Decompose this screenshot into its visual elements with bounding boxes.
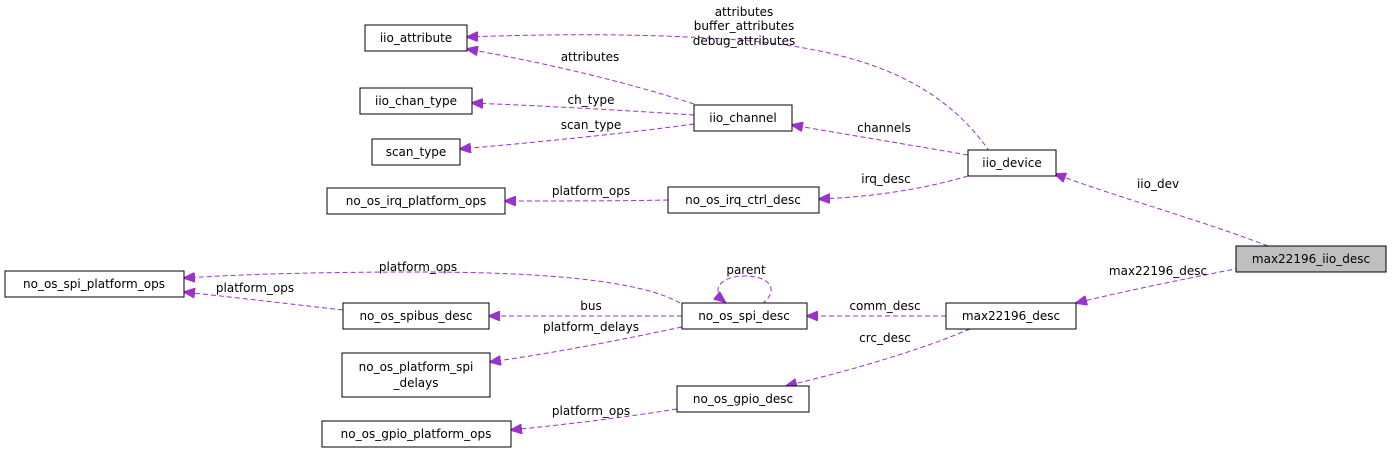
edge-crc-desc: crc_desc	[786, 328, 971, 386]
edge-irq-platform-ops: platform_ops	[505, 184, 669, 201]
node-label-line-2: _delays	[392, 376, 438, 390]
edge-label-bus: bus	[580, 299, 601, 313]
node-label: no_os_spibus_desc	[359, 309, 472, 323]
node-label: no_os_spi_platform_ops	[23, 277, 165, 291]
node-max22196-iio-desc[interactable]: max22196_iio_desc	[1235, 245, 1387, 273]
edge-comm-desc: comm_desc	[807, 299, 947, 316]
edge-label-comm-desc: comm_desc	[849, 299, 920, 313]
node-label: iio_channel	[709, 111, 777, 125]
edge-label-parent: parent	[726, 263, 766, 277]
edge-spibus-platform-ops: platform_ops	[184, 281, 344, 311]
node-label: max22196_iio_desc	[1252, 252, 1370, 266]
edge-irq-desc: irq_desc	[819, 172, 969, 199]
edge-channel-attributes: attributes	[467, 49, 695, 105]
edge-bus: bus	[489, 299, 683, 316]
edge-label-scan-type: scan_type	[561, 118, 622, 132]
node-iio-chan-type[interactable]: iio_chan_type	[359, 87, 473, 115]
node-label: scan_type	[386, 145, 447, 159]
node-no-os-irq-ctrl-desc[interactable]: no_os_irq_ctrl_desc	[667, 186, 820, 214]
node-no-os-gpio-platform-ops[interactable]: no_os_gpio_platform_ops	[321, 420, 512, 448]
node-no-os-platform-spi-delays[interactable]: no_os_platform_spi _delays	[341, 352, 491, 398]
edge-label-spibus-platform-ops: platform_ops	[216, 281, 294, 295]
node-no-os-spi-desc[interactable]: no_os_spi_desc	[681, 302, 808, 330]
edge-gpio-platform-ops: platform_ops	[511, 404, 678, 430]
edge-label-attributes: attributes	[715, 5, 774, 19]
node-scan-type[interactable]: scan_type	[371, 138, 461, 166]
node-iio-channel[interactable]: iio_channel	[693, 104, 793, 132]
node-no-os-spi-platform-ops[interactable]: no_os_spi_platform_ops	[4, 270, 185, 298]
edge-label-channels: channels	[857, 121, 911, 135]
node-label: max22196_desc	[962, 309, 1060, 323]
edge-channels: channels	[792, 121, 969, 156]
node-label: no_os_irq_platform_ops	[346, 194, 486, 208]
node-max22196-desc[interactable]: max22196_desc	[945, 302, 1077, 330]
edge-parent: parent	[718, 263, 772, 305]
edge-scan-type: scan_type	[460, 118, 695, 149]
edge-iio-dev: iio_dev	[1055, 174, 1269, 247]
edge-max22196-desc: max22196_desc	[1076, 264, 1241, 303]
node-label: iio_chan_type	[375, 94, 457, 108]
edge-label-irq-platform-ops: platform_ops	[552, 184, 630, 198]
node-label: no_os_gpio_platform_ops	[341, 427, 492, 441]
edge-label-buffer-attributes: buffer_attributes	[694, 19, 794, 33]
edge-device-attributes: attributes buffer_attributes debug_attri…	[467, 5, 991, 153]
node-label: iio_attribute	[380, 31, 452, 45]
edge-label-platform-delays: platform_delays	[543, 320, 639, 334]
node-iio-attribute[interactable]: iio_attribute	[364, 24, 468, 52]
edge-label-irq-desc: irq_desc	[861, 172, 911, 186]
edge-label-iio-dev: iio_dev	[1137, 177, 1179, 191]
nodes: max22196_iio_desc iio_device max22196_de…	[4, 24, 1387, 448]
edge-label-debug-attributes: debug_attributes	[693, 34, 795, 48]
node-label: iio_device	[982, 156, 1041, 170]
node-iio-device[interactable]: iio_device	[967, 149, 1057, 177]
node-no-os-irq-platform-ops[interactable]: no_os_irq_platform_ops	[326, 187, 506, 215]
node-label-line-1: no_os_platform_spi	[359, 360, 474, 374]
edge-label-channel-attributes: attributes	[561, 50, 620, 64]
node-label: no_os_spi_desc	[698, 309, 790, 323]
edge-label-gpio-platform-ops: platform_ops	[552, 404, 630, 418]
edge-platform-delays: platform_delays	[490, 320, 683, 362]
edge-ch-type: ch_type	[472, 93, 695, 116]
edge-label-ch-type: ch_type	[567, 93, 614, 107]
edge-label-spi-platform-ops: platform_ops	[379, 260, 457, 274]
node-no-os-gpio-desc[interactable]: no_os_gpio_desc	[676, 385, 810, 413]
node-no-os-spibus-desc[interactable]: no_os_spibus_desc	[342, 302, 490, 330]
edge-label-crc-desc: crc_desc	[859, 331, 911, 345]
edges: iio_dev max22196_desc attributes buffer_…	[184, 5, 1269, 430]
node-label: no_os_gpio_desc	[693, 392, 793, 406]
edge-spi-platform-ops: platform_ops	[184, 260, 681, 304]
edge-label-max22196-desc: max22196_desc	[1109, 264, 1207, 278]
node-label: no_os_irq_ctrl_desc	[685, 193, 801, 207]
